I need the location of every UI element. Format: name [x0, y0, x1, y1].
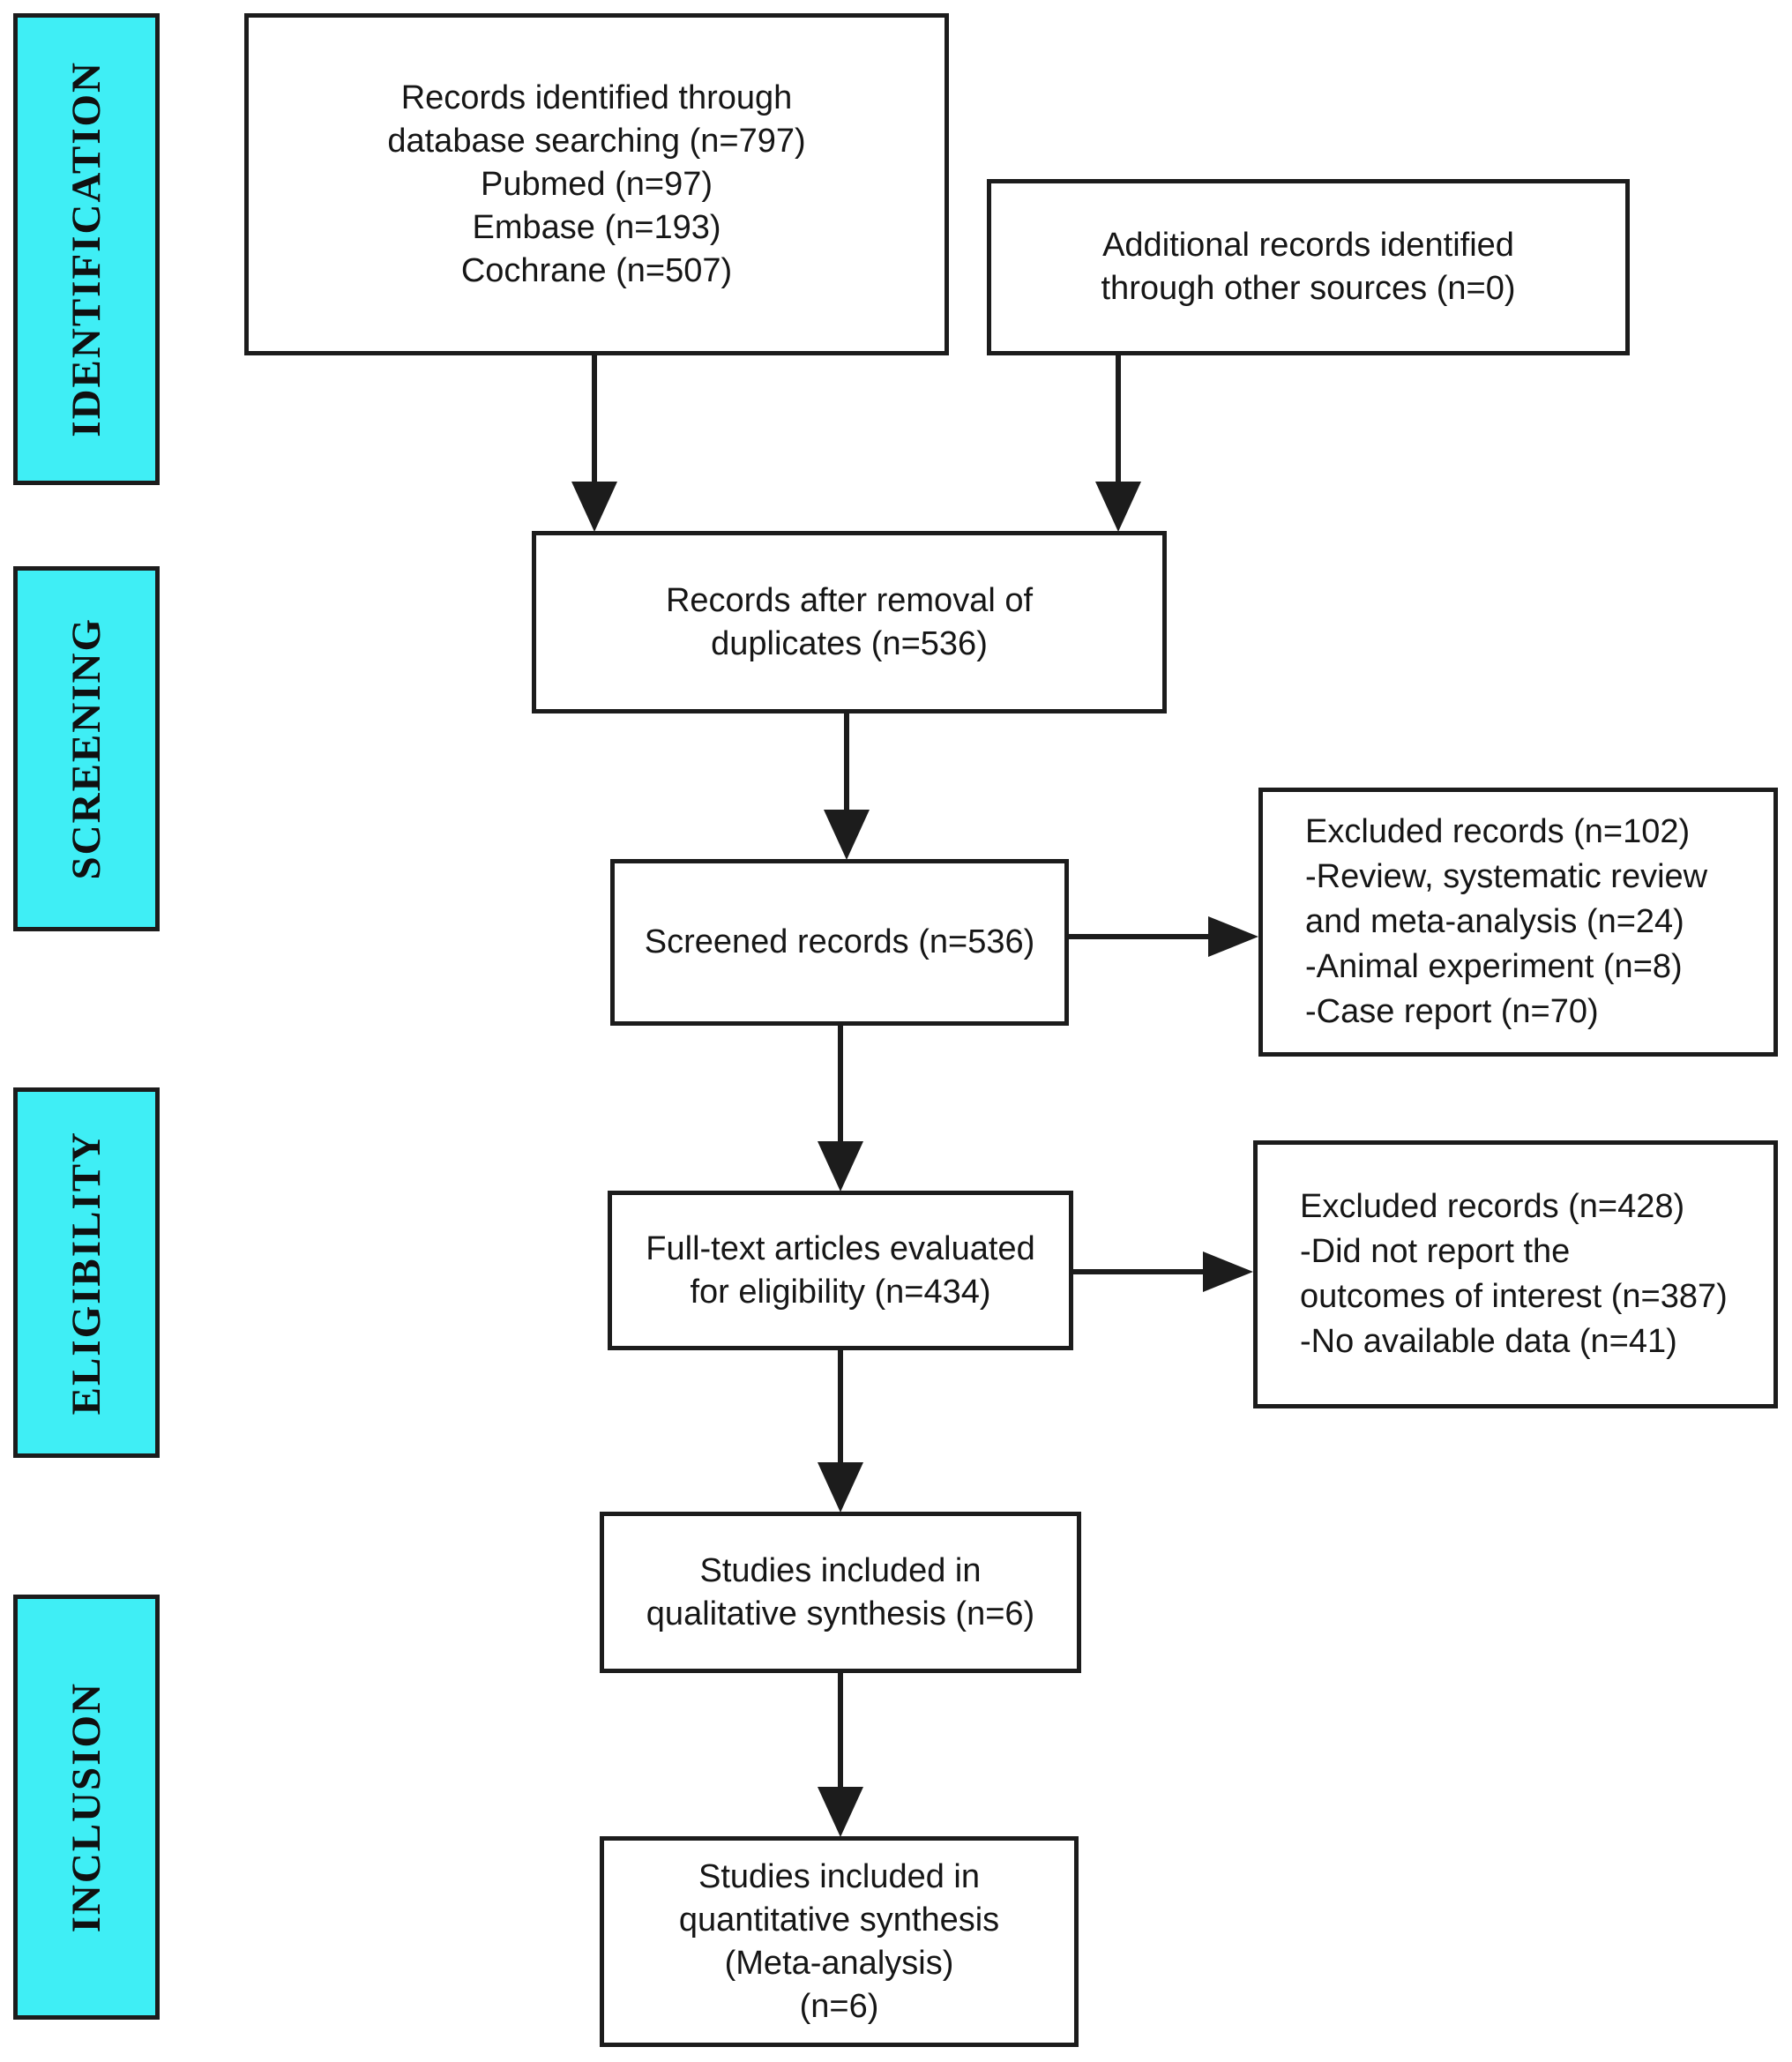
box-line: -No available data (n=41) [1300, 1323, 1677, 1360]
box-line: -Did not report the [1300, 1233, 1571, 1270]
box-line: Excluded records (n=428) [1300, 1188, 1685, 1225]
arrow-identified-to-duplicates-head [571, 482, 617, 532]
arrow-duplicates-to-screened-line [844, 713, 849, 811]
box-additional-records: Additional records identified through ot… [987, 179, 1630, 355]
box-line: Embase (n=193) [472, 208, 721, 246]
box-line: qualitative synthesis (n=6) [646, 1595, 1035, 1632]
box-line: Cochrane (n=507) [460, 251, 733, 289]
box-line: Additional records identified [1102, 227, 1514, 264]
box-line: -Animal experiment (n=8) [1305, 948, 1683, 985]
box-line: for eligibility (n=434) [690, 1273, 991, 1311]
stage-screening: SCREENING [13, 566, 160, 931]
stage-identification-label: IDENTIFICATION [63, 61, 109, 437]
arrow-duplicates-to-screened-head [824, 810, 870, 860]
stage-eligibility: ELIGIBILITY [13, 1087, 160, 1458]
box-line: (n=6) [799, 1987, 879, 2025]
arrow-additional-to-duplicates-head [1095, 482, 1141, 532]
stage-inclusion-label: INCLUSION [63, 1681, 109, 1933]
box-line: -Review, systematic review [1305, 858, 1708, 895]
box-line: Pubmed (n=97) [481, 165, 713, 203]
arrow-screened-to-excluded-head [1208, 916, 1258, 957]
box-line: Studies included in [699, 1551, 982, 1589]
box-excluded-screening: Excluded records (n=102) -Review, system… [1258, 788, 1778, 1057]
stage-eligibility-label: ELIGIBILITY [63, 1130, 109, 1416]
box-line: Records after removal of [665, 581, 1034, 619]
stage-inclusion: INCLUSION [13, 1595, 160, 2020]
box-line: through other sources (n=0) [1101, 270, 1516, 307]
box-line: outcomes of interest (n=387) [1300, 1278, 1728, 1315]
arrow-screened-to-fulltext-head [818, 1141, 863, 1192]
box-line: and meta-analysis (n=24) [1305, 903, 1684, 940]
box-screened-records: Screened records (n=536) [610, 859, 1069, 1026]
box-excluded-fulltext: Excluded records (n=428) -Did not report… [1253, 1140, 1778, 1408]
box-line: (Meta-analysis) [724, 1944, 954, 1982]
arrow-additional-to-duplicates-line [1116, 355, 1121, 483]
box-quantitative-synthesis: Studies included in quantitative synthes… [600, 1836, 1079, 2047]
box-line: duplicates (n=536) [711, 624, 988, 662]
arrow-fulltext-to-qualitative-line [838, 1350, 843, 1464]
box-line: Screened records (n=536) [644, 923, 1035, 960]
arrow-qualitative-to-quantitative-line [838, 1673, 843, 1789]
box-line: Excluded records (n=102) [1305, 813, 1691, 850]
arrow-identified-to-duplicates-line [592, 355, 597, 483]
stage-identification: IDENTIFICATION [13, 13, 160, 485]
box-records-identified: Records identified through database sear… [244, 13, 949, 355]
box-line: Full-text articles evaluated [646, 1229, 1035, 1267]
arrow-fulltext-to-excluded-line [1073, 1269, 1206, 1274]
stage-screening-label: SCREENING [63, 617, 109, 880]
box-line: Studies included in [698, 1857, 980, 1895]
arrow-fulltext-to-qualitative-head [818, 1462, 863, 1513]
arrow-screened-to-excluded-line [1069, 934, 1210, 939]
arrow-screened-to-fulltext-line [838, 1026, 843, 1143]
box-line: quantitative synthesis [678, 1901, 1000, 1939]
box-line: Records identified through [400, 78, 793, 116]
box-after-duplicates: Records after removal of duplicates (n=5… [532, 531, 1167, 713]
box-qualitative-synthesis: Studies included in qualitative synthesi… [600, 1512, 1081, 1673]
box-fulltext-evaluated: Full-text articles evaluated for eligibi… [608, 1191, 1073, 1350]
arrow-fulltext-to-excluded-head [1203, 1251, 1253, 1292]
arrow-qualitative-to-quantitative-head [818, 1787, 863, 1837]
box-line: -Case report (n=70) [1305, 993, 1599, 1030]
box-line: database searching (n=797) [387, 122, 806, 160]
